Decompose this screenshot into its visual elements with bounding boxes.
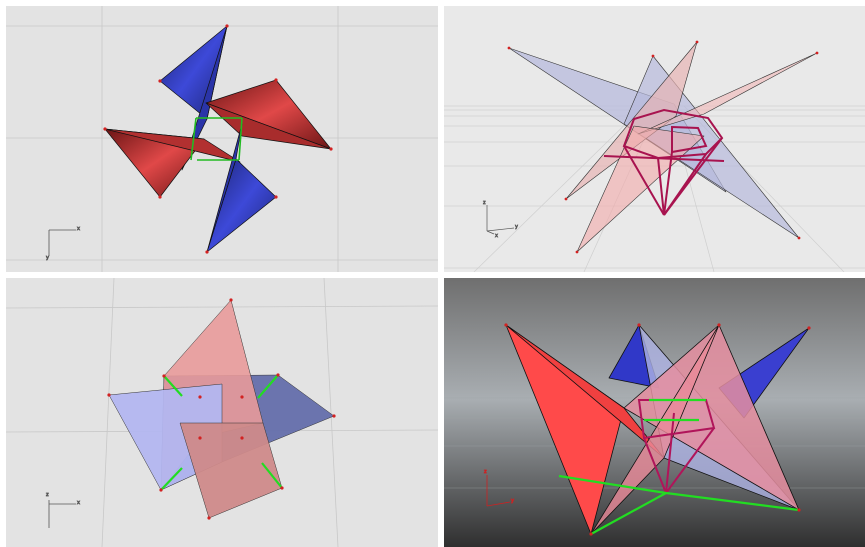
- blue-panel-bottom: [206, 158, 277, 253]
- axis-gizmo: z y x: [483, 200, 519, 240]
- axis-gizmo: z y: [484, 469, 514, 507]
- axis-label-z: z: [484, 469, 487, 475]
- pink-panel-lower: [590, 324, 720, 535]
- red-panel-left-blade: [104, 128, 241, 163]
- axis-label-x: x: [495, 233, 498, 239]
- viewport-top-left[interactable]: x y: [6, 6, 438, 272]
- axis-label-x: x: [77, 500, 80, 506]
- axis-label-z: z: [46, 492, 49, 498]
- axis-label-z: z: [483, 200, 486, 206]
- axis-gizmo: x y: [46, 226, 81, 262]
- grid-lines: [6, 6, 438, 272]
- translucent-panels: [508, 41, 818, 253]
- pink-panel-bottom: [576, 125, 705, 253]
- axis-label-x: x: [77, 226, 80, 232]
- axis-gizmo: x z: [46, 492, 80, 528]
- axis-label-y: y: [511, 498, 514, 504]
- overlap-quads-render: x z: [6, 278, 438, 547]
- vertex-markers: [507, 40, 819, 254]
- blue-panel-bottom-blade: [206, 123, 243, 253]
- pinwheel-render: x y: [6, 6, 438, 272]
- quad-panels: [108, 299, 335, 519]
- strut-frame: [603, 108, 725, 216]
- vertex-markers: [504, 323, 811, 536]
- hinge-edges: [558, 398, 800, 535]
- viewport-top-right[interactable]: z y x: [444, 6, 865, 272]
- axis-label-y: y: [515, 224, 518, 230]
- viewport-bottom-right[interactable]: z y: [444, 278, 865, 547]
- red-panel-right-blade: [205, 102, 332, 150]
- viewport-bottom-left[interactable]: x z: [6, 278, 438, 547]
- vertex-markers: [107, 298, 336, 520]
- axis-label-y: y: [46, 255, 49, 261]
- solid-star-render: z y: [444, 278, 865, 547]
- pinwheel-panels: [104, 25, 332, 253]
- hinge-edges: [160, 374, 283, 491]
- vertex-markers: [103, 24, 333, 254]
- perspective-star-render: z y x: [444, 40, 865, 272]
- hinge-edges: [190, 117, 243, 161]
